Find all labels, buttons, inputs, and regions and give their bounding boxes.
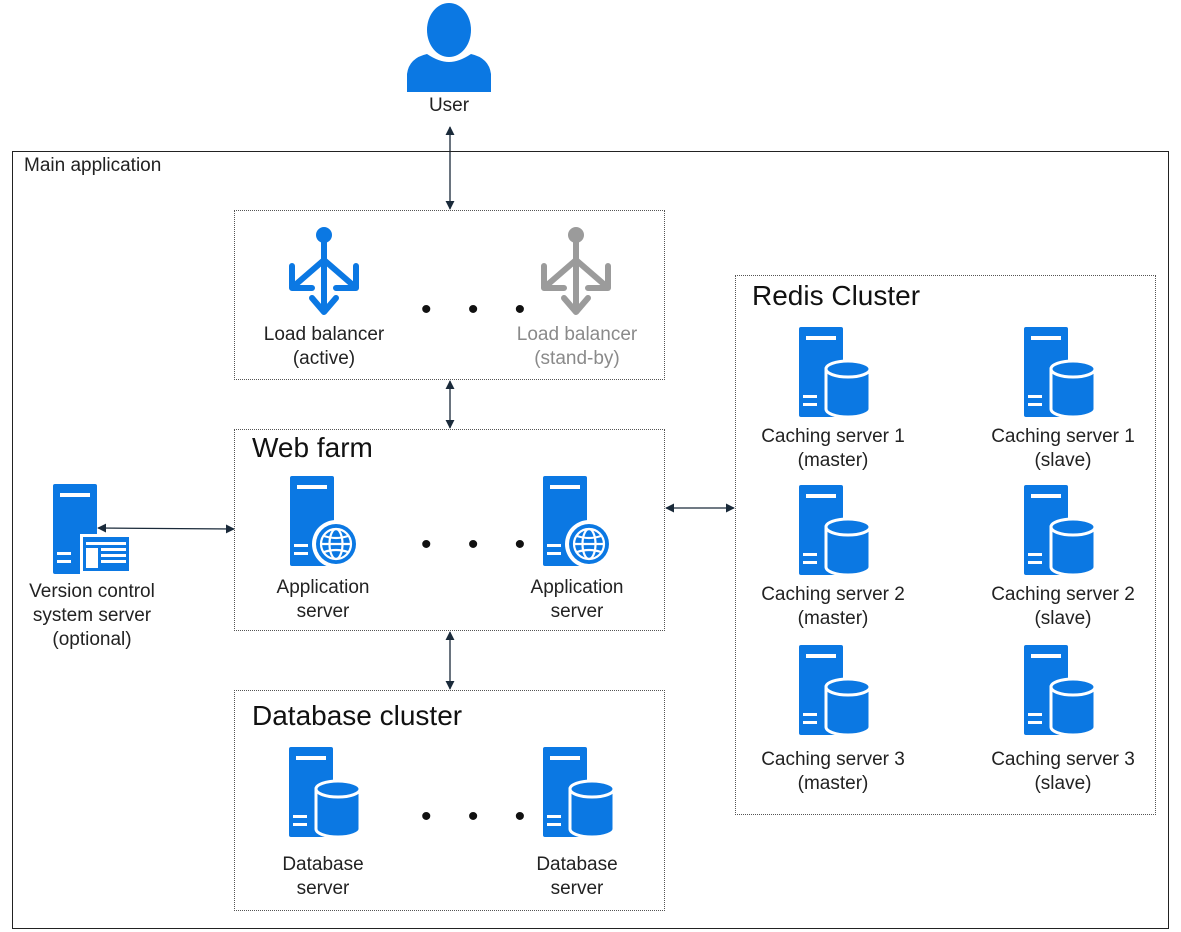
database-cluster-ellipsis: • • • <box>421 800 540 833</box>
caching-server-icon <box>799 327 872 419</box>
database-server-2-label: Database server <box>536 854 618 899</box>
caching-server-icon <box>1024 645 1097 737</box>
redis-cluster-title: Redis Cluster <box>752 280 921 311</box>
database-cluster-title: Database cluster <box>252 700 463 731</box>
caching-server-label: Caching server 1(master) <box>761 426 905 471</box>
database-server-1-label: Database server <box>282 854 364 899</box>
web-farm-title: Web farm <box>252 432 373 463</box>
caching-server-label: Caching server 3(master) <box>761 749 905 794</box>
caching-server-icon <box>1024 327 1097 419</box>
caching-server-icon <box>1024 485 1097 577</box>
caching-server-label: Caching server 2(slave) <box>991 584 1135 629</box>
caching-server-label: Caching server 2(master) <box>761 584 905 629</box>
load-balancer-active-icon <box>289 227 359 315</box>
database-cluster-group <box>234 690 665 911</box>
database-server-icon <box>289 747 362 839</box>
application-server-1-label: Application server <box>276 577 370 622</box>
application-server-icon <box>290 476 360 568</box>
vcs-server-label: Version control system server (optional) <box>29 581 155 650</box>
user-label: User <box>428 95 470 116</box>
load-balancer-standby-icon <box>541 227 611 315</box>
database-server-icon <box>543 747 616 839</box>
load-balancer-standby-label: Load balancer (stand-by) <box>516 324 638 369</box>
load-balancer-active-label: Load balancer (active) <box>263 324 385 369</box>
caching-server-label: Caching server 3(slave) <box>991 749 1135 794</box>
caching-server-label: Caching server 1(slave) <box>991 426 1135 471</box>
vcs-server-icon <box>53 484 132 574</box>
user-icon <box>407 3 491 92</box>
load-balancer-ellipsis: • • • <box>421 293 540 326</box>
caching-server-icon <box>799 485 872 577</box>
main-application-box <box>12 151 1169 929</box>
web-farm-group <box>234 429 665 631</box>
caching-server-icon <box>799 645 872 737</box>
web-farm-ellipsis: • • • <box>421 528 540 561</box>
application-server-2-label: Application server <box>530 577 624 622</box>
application-server-icon <box>543 476 613 568</box>
redis-cluster-group <box>735 275 1156 815</box>
load-balancer-group <box>234 210 665 380</box>
main-application-label: Main application <box>24 155 162 176</box>
